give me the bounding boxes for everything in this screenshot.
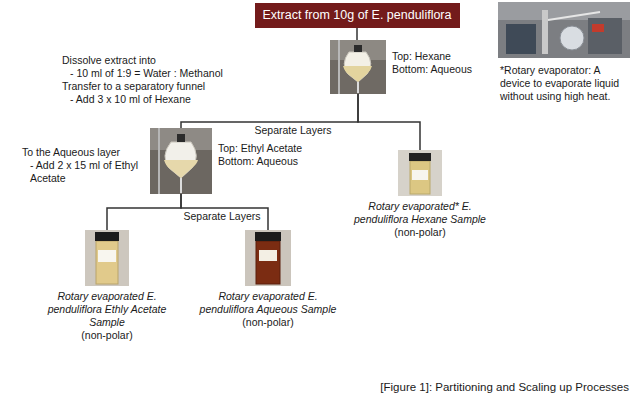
- step-note: To the Aqueous layer: [22, 146, 120, 159]
- step-note: - 10 ml of 1:9 = Water : Methanol: [70, 67, 223, 80]
- branch-connector: [181, 94, 358, 128]
- sample-text: (non-polar): [193, 316, 343, 329]
- layer-text: Bottom: Aqueous: [218, 155, 302, 168]
- funnel-step: Top: HexaneBottom: Aqueous: [330, 40, 386, 94]
- funnel-photo: [150, 128, 212, 194]
- vial-photo: [85, 230, 129, 286]
- sample-text: (non-polar): [354, 226, 486, 239]
- rotary-evaporator-photo: [498, 2, 630, 58]
- layer-note: Top: HexaneBottom: Aqueous: [392, 50, 472, 76]
- layer-note: Top: Ethyl AcetateBottom: Aqueous: [218, 142, 302, 168]
- sample-text: Rotary evaporated E. penduliflora Ethly …: [33, 290, 181, 329]
- sample-caption: Rotary evaporated* E. penduliflora Hexan…: [354, 200, 486, 239]
- layer-text: Bottom: Aqueous: [392, 63, 472, 76]
- sample-vial: Rotary evaporated E. penduliflora Aqueou…: [245, 230, 291, 286]
- vial-photo: [398, 150, 442, 196]
- step-note: - Add 3 x 10 ml of Hexane: [70, 93, 191, 106]
- sample-text: (non-polar): [33, 329, 181, 342]
- sample-text: Rotary evaporated E. penduliflora Aqueou…: [193, 290, 343, 316]
- step-note: *Rotary evaporator: A device to evaporat…: [500, 64, 630, 103]
- sample-vial: Rotary evaporated* E. penduliflora Hexan…: [398, 150, 442, 196]
- figure-caption: [Figure 1]: Partitioning and Scaling up …: [380, 381, 629, 393]
- vial-photo: [245, 230, 291, 286]
- sample-vial: Rotary evaporated E. penduliflora Ethly …: [85, 230, 129, 286]
- branch-connector: [181, 194, 268, 230]
- branch-connector: [356, 28, 358, 40]
- layer-text: Top: Hexane: [392, 50, 472, 63]
- sample-text: Rotary evaporated* E. penduliflora Hexan…: [354, 200, 486, 226]
- branch-connector: [107, 194, 181, 230]
- banner-title: Extract from 10g of E. penduliflora: [263, 8, 452, 24]
- sample-caption: Rotary evaporated E. penduliflora Ethly …: [33, 290, 181, 343]
- step-note: Transfer to a separatory funnel: [62, 80, 205, 93]
- step-note: Dissolve extract into: [62, 54, 156, 67]
- funnel-step: Top: Ethyl AcetateBottom: Aqueous: [150, 128, 212, 194]
- sample-caption: Rotary evaporated E. penduliflora Aqueou…: [193, 290, 343, 329]
- branch-connector: [358, 94, 420, 150]
- step-note: - Add 2 x 15 ml of Ethyl Acetate: [30, 159, 145, 185]
- edge-label: Separate Layers: [181, 210, 262, 223]
- edge-label: Separate Layers: [252, 124, 333, 137]
- funnel-photo: [330, 40, 386, 94]
- title-banner: Extract from 10g of E. penduliflora: [255, 3, 460, 28]
- layer-text: Top: Ethyl Acetate: [218, 142, 302, 155]
